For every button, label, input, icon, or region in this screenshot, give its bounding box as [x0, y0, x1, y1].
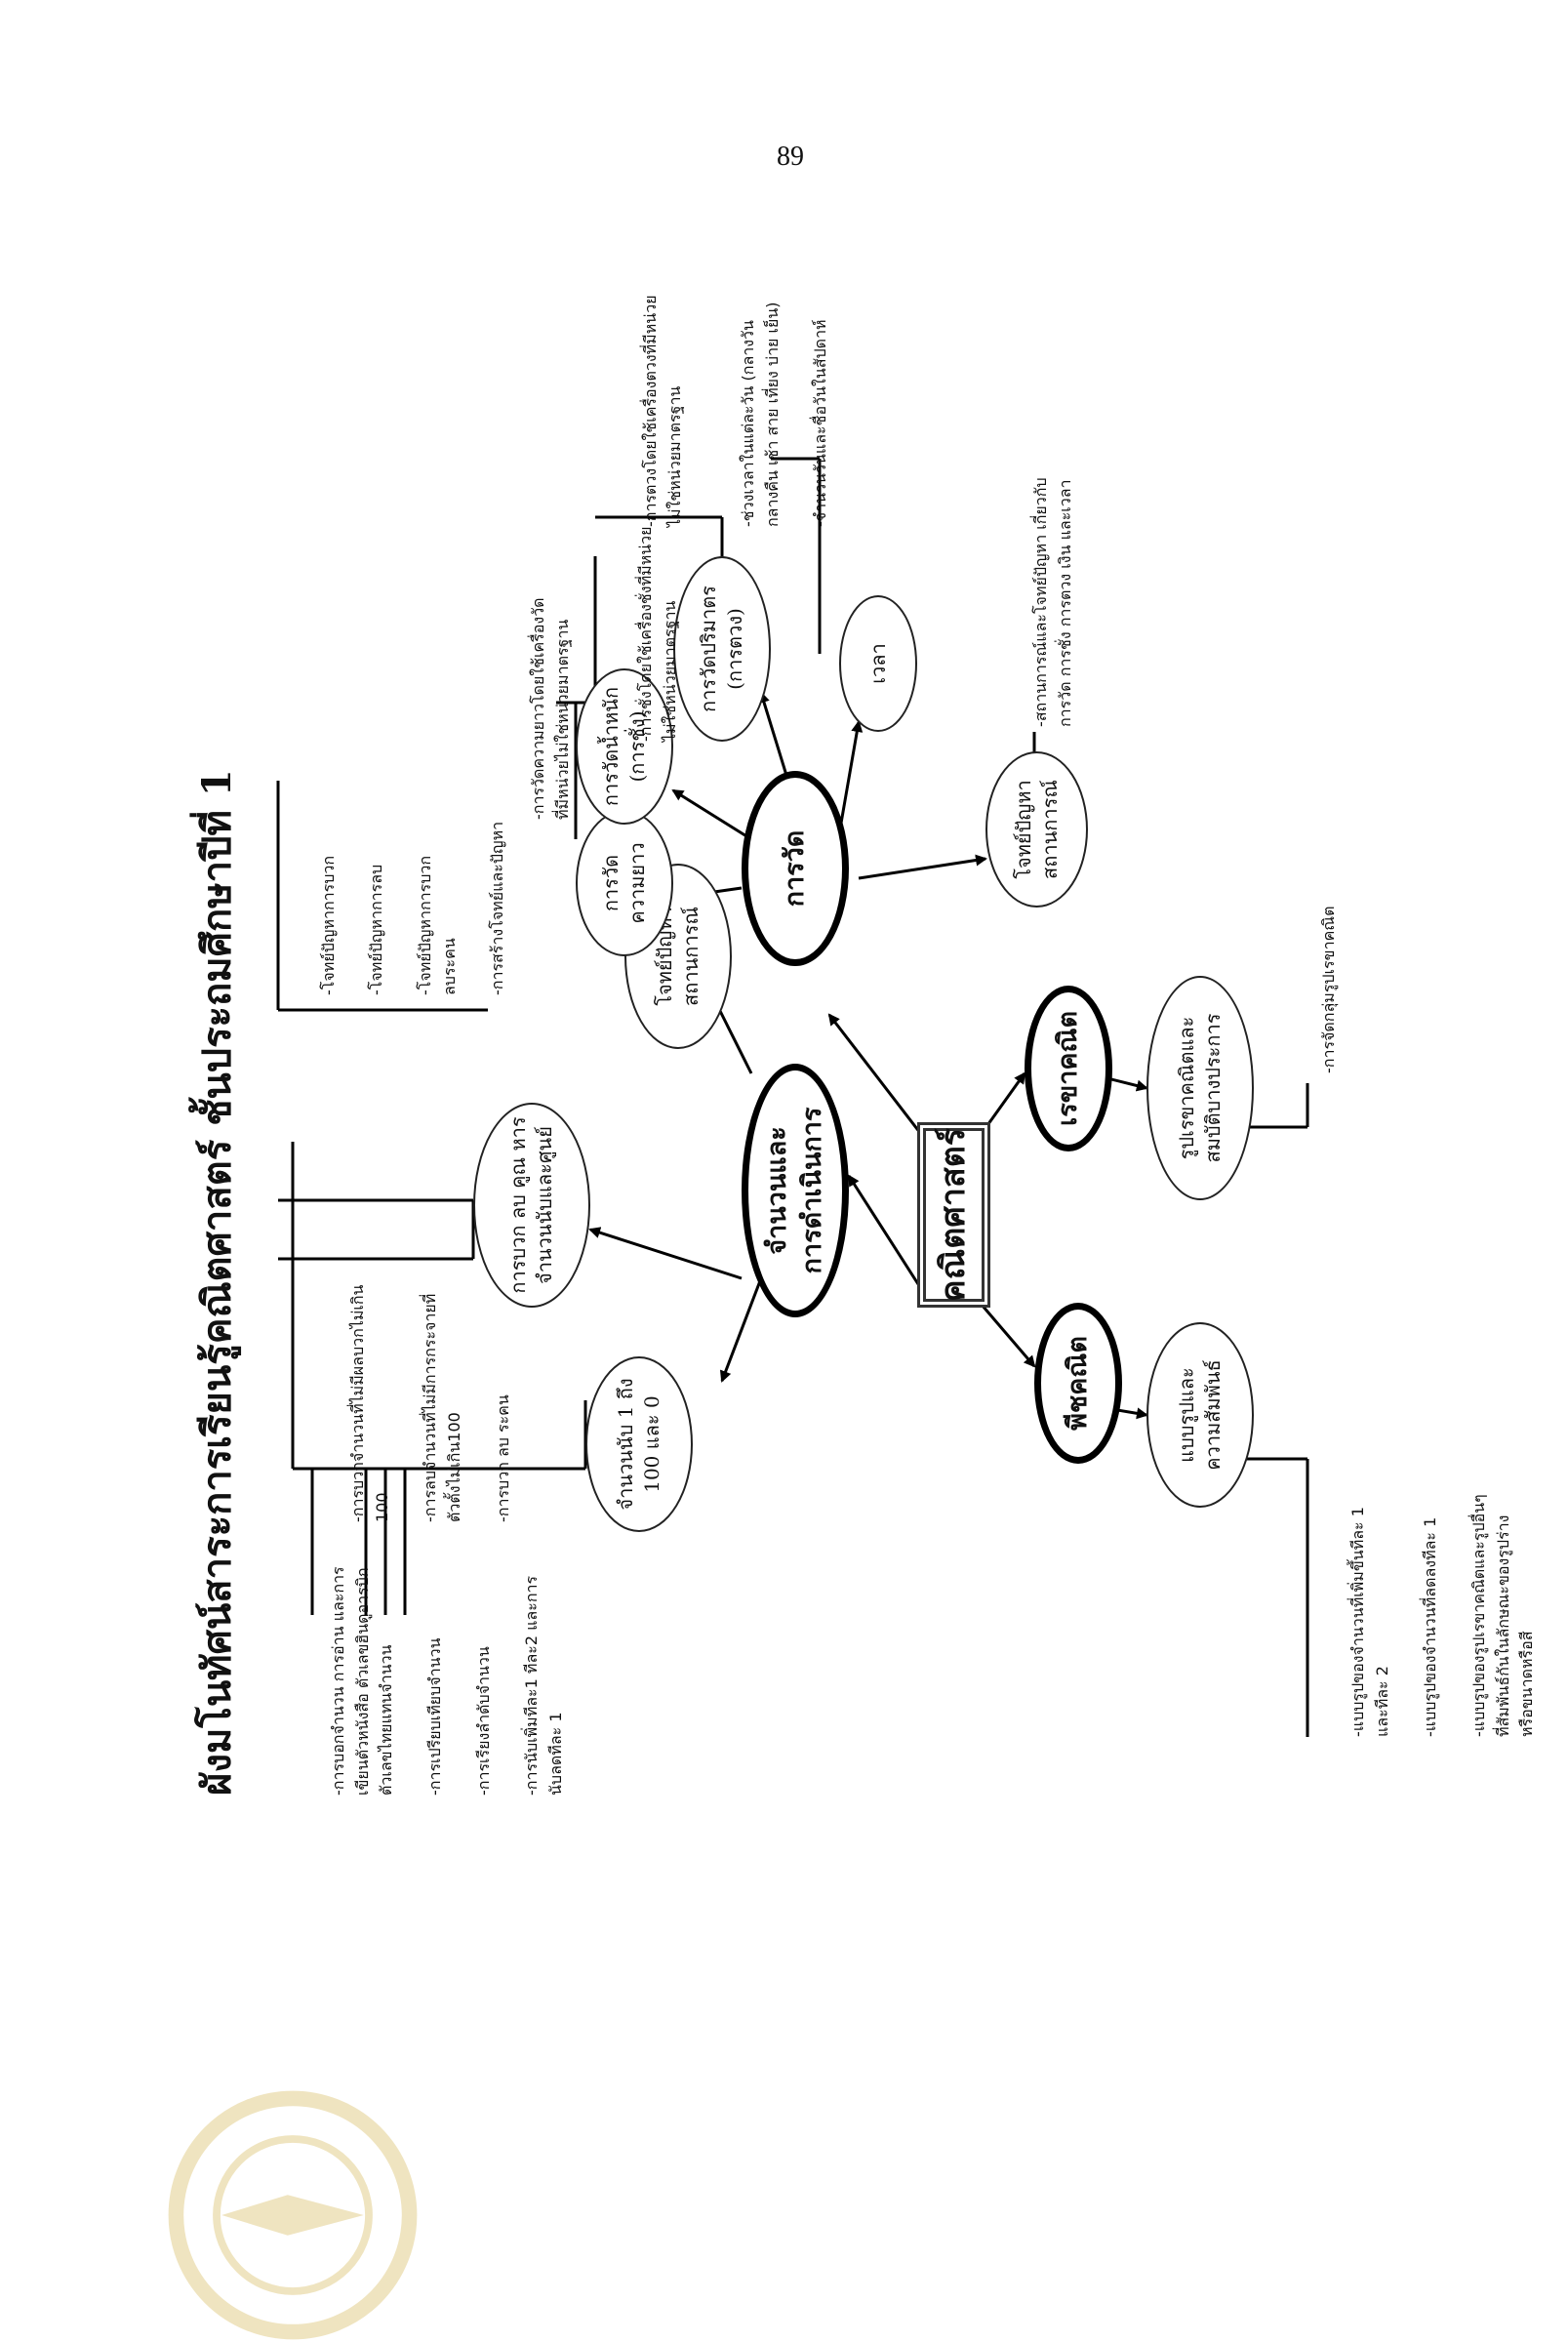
connector-measurement-time	[837, 720, 864, 835]
branch-algebra: พีชคณิต	[1034, 1303, 1122, 1464]
center-label: คณิตศาสตร์	[933, 1127, 973, 1303]
list-item: -แบบรูปของรูปเรขาคณิตและรูปอื่นๆ ที่สัมพ…	[1468, 1494, 1537, 1737]
page-number: 89	[777, 141, 804, 172]
list-item: -การลบจำนวนที่ไม่มีการกระจายที่ ตัวตั้งไ…	[421, 1293, 463, 1522]
list-item: -โจทย์ปัญหาการบวก ลบระคน	[415, 855, 459, 995]
node-measurement-problems-label: โจทย์ปัญหา สถานการณ์	[1011, 780, 1062, 879]
connector-numbers-operations	[588, 1227, 743, 1280]
node-geometry-shapes-label: รูปเรขาคณิตและ สมบัติบางประการ	[1175, 1013, 1225, 1163]
list-item: -แบบรูปของจำนวนที่เพิ่มขึ้นทีละ 1 และทีล…	[1347, 1507, 1391, 1737]
list-algebra-patterns: -แบบรูปของจำนวนที่เพิ่มขึ้นทีละ 1 และทีล…	[1322, 1405, 1564, 1737]
list-volume: -การตวงโดยใช้เครื่องตวงที่มีหน่วย ไม่ใช่…	[615, 215, 711, 527]
node-time: เวลา	[839, 595, 917, 732]
list-measurement-problems: -สถานการณ์และโจทย์ปัญหา เกี่ยวกับ การวัด…	[1005, 395, 1102, 727]
branch-numbers: จำนวนและ การดำเนินการ	[742, 1064, 849, 1317]
node-geometry-shapes: รูปเรขาคณิตและ สมบัติบางประการ	[1146, 976, 1254, 1200]
list-geometry-shapes: -การจัดกลุ่มรูปเรขาคณิต	[1293, 800, 1365, 1073]
node-length-label: การวัด ความยาว	[599, 842, 649, 924]
list-item: -สถานการณ์และโจทย์ปัญหา เกี่ยวกับ การวัด…	[1030, 477, 1074, 727]
branch-numbers-label: จำนวนและ การดำเนินการ	[761, 1107, 827, 1274]
node-operations-label: การบวก ลบ คูณ หาร จำนวนนับและศูนย์	[506, 1116, 556, 1294]
list-item: -การจัดกลุ่มรูปเรขาคณิต	[1318, 906, 1338, 1073]
list-item: -ช่วงเวลาในแต่ละวัน (กลางวัน กลางคืน เช้…	[738, 302, 782, 527]
list-item: -โจทย์ปัญหาการบวก	[318, 855, 338, 995]
list-operations: -การบวกจำนวนที่ไม่มีผลบวกไม่เกิน 100 -กา…	[322, 1269, 540, 1522]
connector-measurement-problems	[858, 854, 987, 880]
node-time-label: เวลา	[865, 643, 890, 684]
diagram-title: ผังมโนทัศน์สาระการเรียนรู้คณิตศาสตร์ ชั้…	[194, 769, 240, 1796]
node-measurement-problems: โจทย์ปัญหา สถานการณ์	[985, 751, 1088, 908]
list-time: -ช่วงเวลาในแต่ละวัน (กลางวัน กลางคืน เช้…	[712, 205, 858, 527]
branch-algebra-label: พีชคณิต	[1062, 1336, 1093, 1431]
concept-map: ผังมโนทัศน์สาระการเรียนรู้คณิตศาสตร์ ชั้…	[166, 195, 1568, 2342]
center-node-mathematics: คณิตศาสตร์	[917, 1122, 990, 1308]
branch-geometry: เรขาคณิต	[1025, 986, 1112, 1151]
node-counting: จำนวนนับ 1 ถึง 100 และ 0	[585, 1356, 693, 1532]
seal-watermark-icon	[168, 2090, 418, 2340]
connector-numbers-counting	[719, 1277, 763, 1383]
list-item: -การตวงโดยใช้เครื่องตวงที่มีหน่วย ไม่ใช่…	[640, 295, 684, 527]
branch-geometry-label: เรขาคณิต	[1052, 1011, 1083, 1126]
list-item: -โจทย์ปัญหาการลบ	[367, 864, 386, 995]
list-item: -การบวกจำนวนที่ไม่มีผลบวกไม่เกิน 100	[347, 1284, 391, 1522]
list-item: -จำนวนวันและชื่อวันในสัปดาห์	[811, 319, 830, 527]
list-item: -การวัดความยาวโดยใช้เครื่องวัด ที่มีหน่ว…	[528, 597, 572, 820]
node-counting-label: จำนวนนับ 1 ถึง 100 และ 0	[614, 1378, 663, 1511]
list-length: -การวัดความยาวโดยใช้เครื่องวัด ที่มีหน่ว…	[503, 507, 599, 820]
list-item: -การบวก ลบ ระคน	[493, 1394, 512, 1522]
connector-center-algebra	[974, 1297, 1036, 1368]
connector-measurement-weight	[671, 788, 752, 841]
connector-center-numbers	[847, 1174, 929, 1299]
branch-measurement-label: การวัด	[779, 829, 810, 908]
list-item: -แบบรูปของจำนวนที่ลดลงทีละ 1	[1421, 1516, 1440, 1737]
list-numbers-problems: -โจทย์ปัญหาการบวก -โจทย์ปัญหาการลบ -โจทย…	[293, 742, 535, 995]
connector-layer	[276, 457, 1309, 1737]
connector-center-measurement	[827, 1013, 929, 1143]
node-algebra-patterns-label: แบบรูปและ ความสัมพันธ์	[1175, 1359, 1225, 1471]
node-length: การวัด ความยาว	[576, 810, 673, 956]
node-algebra-patterns: แบบรูปและ ความสัมพันธ์	[1146, 1322, 1254, 1508]
branch-measurement: การวัด	[742, 771, 849, 966]
